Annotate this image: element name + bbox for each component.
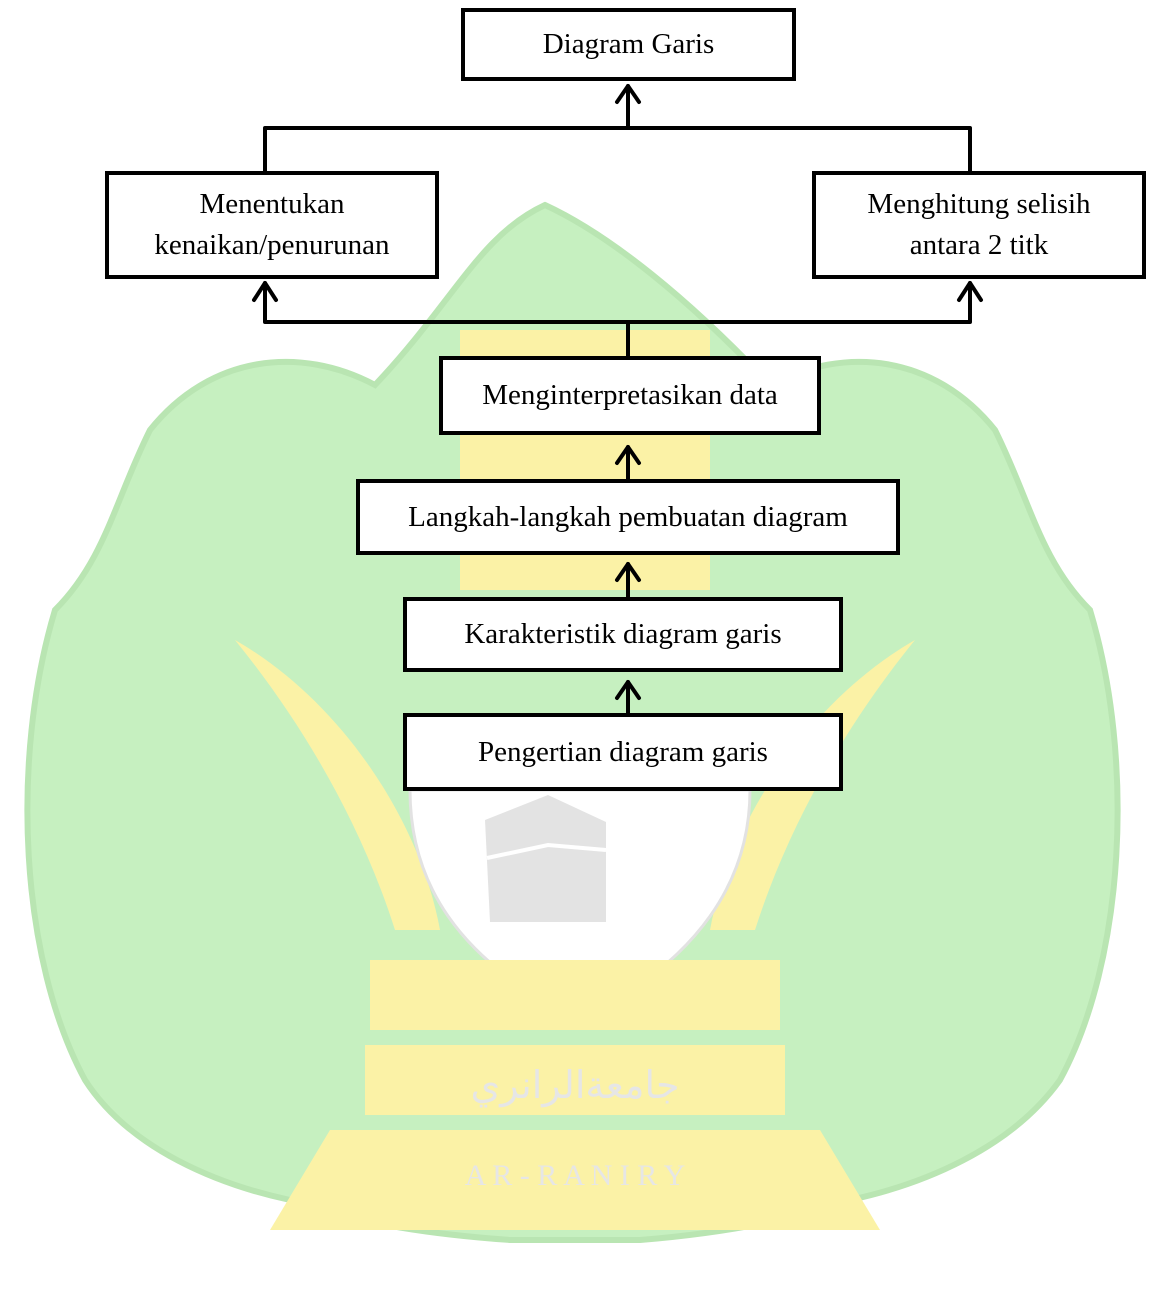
node-pengertian: Pengertian diagram garis	[403, 713, 843, 791]
seal-yellow-bar	[370, 960, 780, 1030]
seal-kaaba	[485, 795, 606, 922]
node-langkah-langkah-label: Langkah-langkah pembuatan diagram	[408, 500, 848, 533]
node-langkah-langkah: Langkah-langkah pembuatan diagram	[356, 479, 900, 555]
node-menghitung-label: Menghitung selisih antara 2 titk	[867, 188, 1091, 261]
seal-latin-text: A R - R A N I R Y	[465, 1159, 686, 1192]
arrow-head-interpret	[615, 445, 641, 465]
seal-yellow-plate	[365, 1045, 785, 1115]
node-karakteristik-label: Karakteristik diagram garis	[464, 618, 782, 650]
node-karakteristik: Karakteristik diagram garis	[403, 597, 843, 672]
lower-junction-right	[626, 281, 972, 324]
node-menghitung: Menghitung selisih antara 2 titk	[812, 171, 1146, 279]
node-pengertian-label: Pengertian diagram garis	[478, 735, 768, 768]
lower-junction-line	[263, 281, 630, 360]
node-menginterpretasikan-label: Menginterpretasikan data	[482, 379, 778, 411]
seal-leaf-outline	[24, 201, 1121, 1243]
seal-arabic-text: جامعةالرانري	[470, 1063, 679, 1108]
seal-bottom-plate	[270, 1130, 880, 1230]
seal-left-blade	[235, 640, 440, 930]
node-diagram-garis-label: Diagram Garis	[542, 28, 715, 60]
node-menentukan: Menentukan kenaikan/penurunan	[105, 171, 439, 279]
node-menentukan-label: Menentukan kenaikan/penurunan	[154, 188, 390, 261]
seal-kaaba-band	[486, 842, 607, 860]
arrow-head-right	[957, 281, 983, 302]
node-menginterpretasikan: Menginterpretasikan data	[439, 356, 821, 435]
arrow-head-char	[615, 680, 641, 700]
arrow-head-steps	[615, 562, 641, 582]
arrow-head-top	[615, 84, 641, 104]
arrow-head-left	[252, 281, 278, 302]
top-junction-line	[263, 126, 972, 175]
node-diagram-garis: Diagram Garis	[461, 8, 796, 81]
